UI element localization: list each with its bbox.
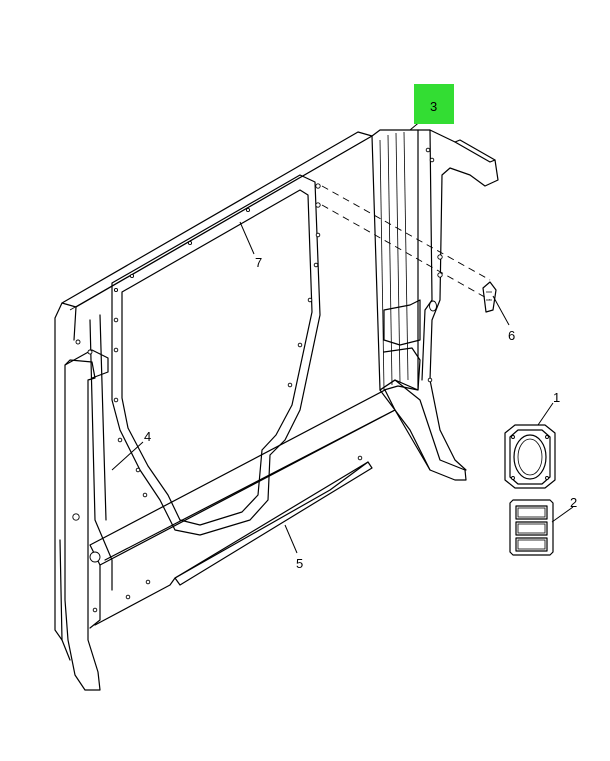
bezel-part-1: [504, 424, 556, 489]
leader-lines: [111, 119, 574, 554]
callout-5[interactable]: 5: [296, 556, 303, 571]
highlight-box-3[interactable]: [414, 84, 454, 124]
callout-2[interactable]: 2: [570, 495, 577, 510]
fastener-guide-lines: [321, 185, 491, 301]
mounting-holes: [72, 147, 443, 613]
callout-4[interactable]: 4: [144, 429, 151, 444]
callout-6[interactable]: 6: [508, 328, 515, 343]
callout-7[interactable]: 7: [255, 255, 262, 270]
switch-panel-part-2: [509, 499, 554, 556]
door-frame-assembly: [54, 129, 499, 691]
latch-part-6: [482, 281, 497, 313]
callout-3[interactable]: 3: [430, 99, 437, 114]
callout-1[interactable]: 1: [553, 390, 560, 405]
